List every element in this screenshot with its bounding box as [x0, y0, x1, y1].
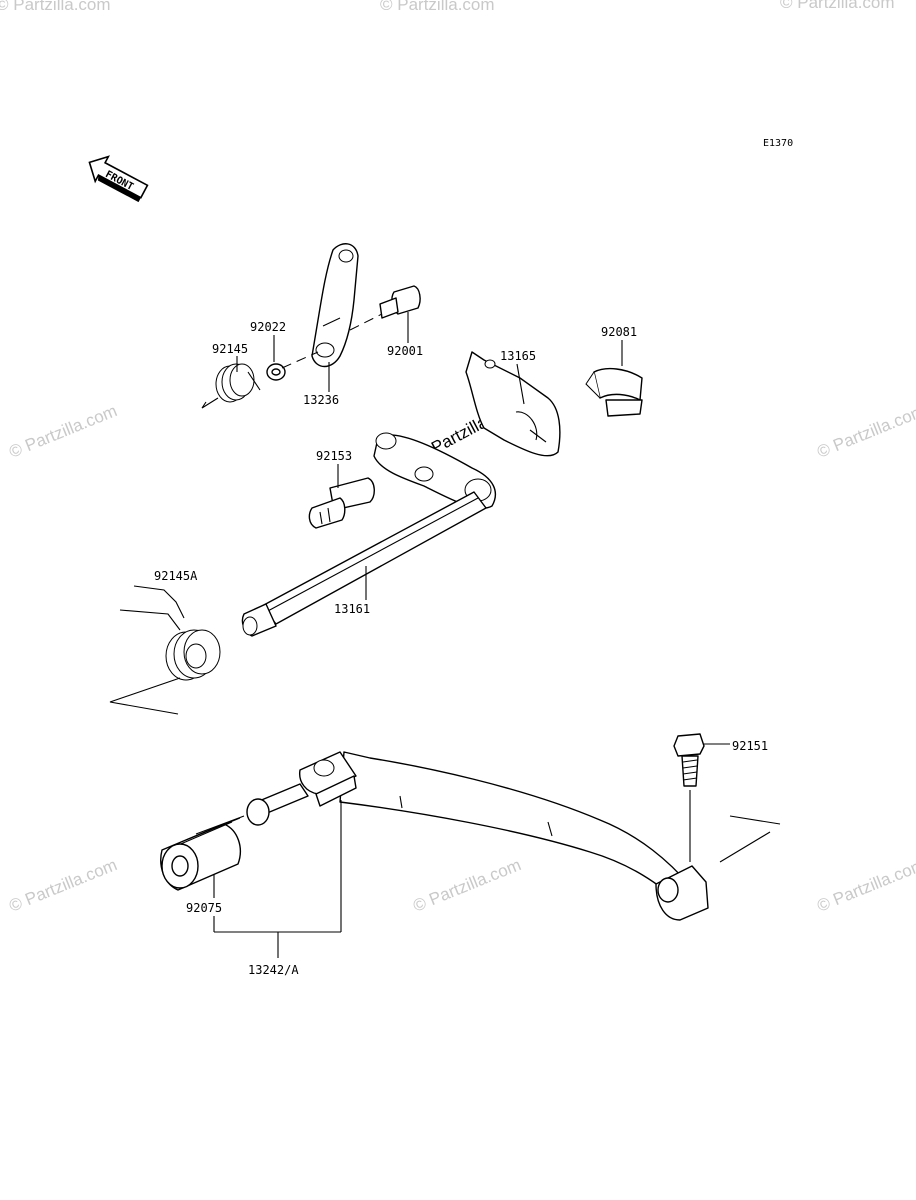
- watermark: © Partzilla.com: [6, 401, 119, 462]
- spring-92145: [201, 363, 261, 409]
- bolt-92001: [349, 285, 421, 331]
- watermark: © Partzilla.com: [814, 401, 916, 462]
- part-label-13242A: 13242/A: [248, 963, 299, 977]
- watermark: © Partzilla.com: [380, 0, 495, 14]
- diagram-code: E1370: [763, 138, 793, 149]
- arm-13236: [311, 243, 359, 368]
- spring-92145A: [109, 585, 221, 715]
- part-label-13161: 13161: [334, 602, 370, 616]
- part-label-92153: 92153: [316, 449, 352, 463]
- part-label-92145A: 92145A: [154, 569, 198, 583]
- plate-13165: [465, 351, 561, 457]
- clip-92081: [585, 367, 643, 417]
- part-label-13236: 13236: [303, 393, 339, 407]
- pin-92153: [308, 477, 375, 529]
- part-label-92145: 92145: [212, 342, 248, 356]
- front-arrow-icon: FRONT: [88, 155, 149, 203]
- part-label-92001: 92001: [387, 344, 423, 358]
- pedal-13242A: [246, 751, 781, 921]
- bolt-92151: [673, 733, 705, 862]
- watermark: © Partzilla.com: [410, 855, 523, 916]
- watermark: © Partzilla.com: [814, 855, 916, 916]
- part-label-92151: 92151: [732, 739, 768, 753]
- bracket-13242A: [213, 800, 342, 958]
- watermark: © Partzilla.com: [6, 855, 119, 916]
- part-label-13165: 13165: [500, 349, 536, 363]
- part-label-92022: 92022: [250, 320, 286, 334]
- part-label-92075: 92075: [186, 901, 222, 915]
- part-label-92081: 92081: [601, 325, 637, 339]
- watermark: © Partzilla.com: [0, 0, 111, 14]
- washer-92022: [266, 363, 286, 381]
- watermark: © Partzilla.com: [780, 0, 895, 12]
- shaft-13161: [241, 432, 497, 637]
- rubber-92075: [160, 815, 245, 891]
